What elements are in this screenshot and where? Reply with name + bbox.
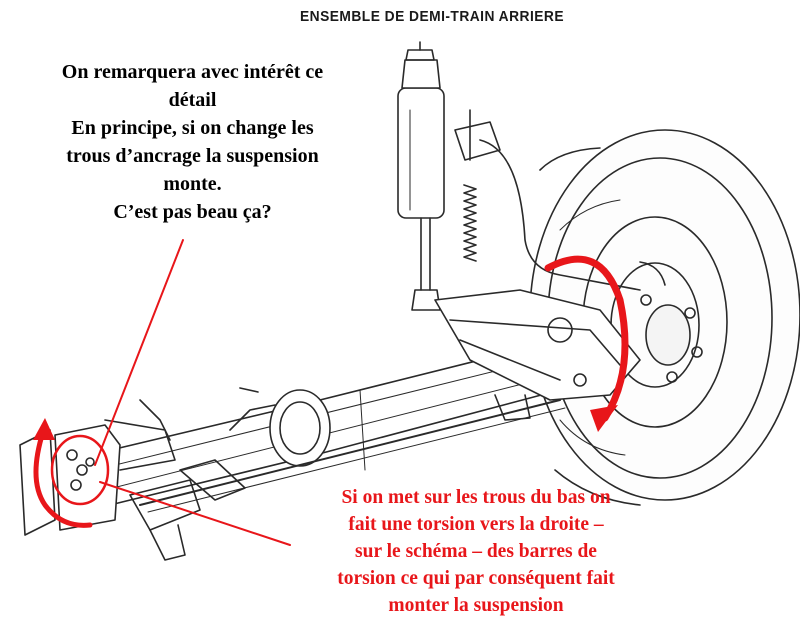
note-bottom-line: sur le schéma – des barres de <box>355 541 597 562</box>
pointer-line-bottom <box>99 481 291 546</box>
note-top-line: détail <box>168 89 217 111</box>
note-bottom-line: torsion ce qui par conséquent fait <box>337 568 615 589</box>
axle-tube <box>89 344 561 506</box>
arrow-head-wheel <box>590 405 618 432</box>
note-top-line: On remarquera avec intérêt ce <box>61 61 324 83</box>
pointer-line-top <box>94 239 184 466</box>
torsion-bar <box>139 399 566 513</box>
arrow-head-bracket <box>33 418 55 440</box>
diagram-title: ENSEMBLE DE DEMI-TRAIN ARRIERE <box>300 8 565 25</box>
annotation-note-top: On remarquera avec intérêt ce détail En … <box>20 58 365 226</box>
note-top-line: C’est pas beau ça? <box>113 201 272 223</box>
highlight-circle <box>50 434 110 506</box>
shock-absorber <box>397 41 445 311</box>
note-bottom-line: Si on met sur les trous du bas on <box>341 487 611 508</box>
annotation-note-bottom: Si on met sur les trous du bas on fait u… <box>278 484 674 619</box>
note-top-line: monte. <box>163 173 222 195</box>
note-bottom-line: monter la suspension <box>388 595 564 616</box>
rotation-arrow-wheel <box>544 255 629 422</box>
note-top-line: En principe, si on change les <box>71 117 314 139</box>
note-bottom-line: fait une torsion vers la droite – <box>348 514 604 535</box>
wheel <box>529 129 800 506</box>
trailing-arm <box>434 289 641 421</box>
annotations <box>33 239 629 546</box>
rotation-arrow-bracket <box>33 429 93 528</box>
note-top-line: trous d’ancrage la suspension <box>66 145 319 167</box>
